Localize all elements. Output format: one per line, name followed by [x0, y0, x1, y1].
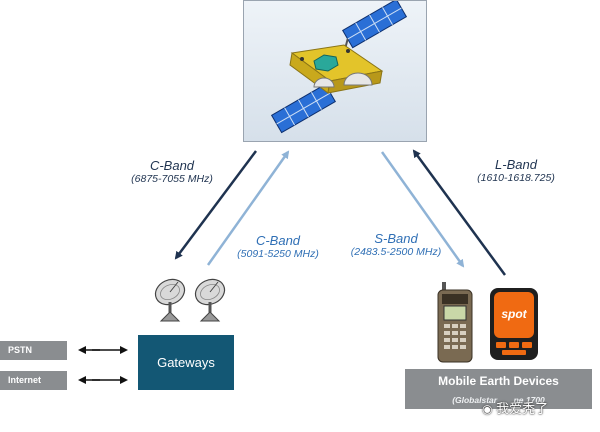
band-frequency: (6875-7055 MHz): [131, 173, 213, 185]
mobile-earth-devices-box: Mobile Earth Devices (Globalstar ne 1700: [405, 369, 592, 409]
spot-device-icon: spot: [490, 288, 538, 360]
device-uplink-arrow: [412, 149, 507, 276]
gateway-uplink-arrow: [174, 150, 258, 260]
band-name: C-Band: [149, 158, 195, 173]
svg-text:spot: spot: [501, 307, 527, 321]
device-downlink-label: S-Band (2483.5-2500 MHz): [332, 231, 460, 259]
subtitle-tail: ne 1700: [513, 395, 545, 405]
band-name: S-Band: [374, 231, 418, 246]
gateway-uplink-label: C-Band (6875-7055 MHz): [112, 158, 232, 186]
wechat-icon: ◉: [482, 402, 493, 416]
subtitle-text: (Globalstar: [452, 395, 498, 405]
internet-box: Internet: [0, 371, 67, 390]
band-name: L-Band: [495, 157, 537, 172]
satellite-icon: [270, 0, 408, 134]
band-frequency: (2483.5-2500 MHz): [350, 246, 442, 258]
band-frequency: (5091-5250 MHz): [237, 248, 319, 260]
device-uplink-label: L-Band (1610-1618.725): [456, 157, 576, 185]
watermark: ◉ 我爱秃了: [482, 398, 548, 417]
gateway-downlink-label: C-Band (5091-5250 MHz): [218, 233, 338, 261]
watermark-text: 我爱秃了: [496, 401, 549, 416]
band-frequency: (1610-1618.725): [477, 172, 555, 184]
mobile-earth-devices-title: Mobile Earth Devices: [438, 374, 559, 388]
satellite-image: [243, 0, 427, 142]
band-name: C-Band: [255, 233, 301, 248]
device-downlink-arrow: [380, 151, 465, 268]
gateways-box: Gateways: [138, 335, 234, 390]
satellite-dish-icon: [154, 278, 226, 322]
mobile-earth-devices-subtitle: (Globalstar ne 1700: [405, 395, 592, 405]
gateways-label: Gateways: [157, 355, 215, 370]
mobile-phones-icon: spot: [437, 282, 538, 363]
gateway-downlink-arrow: [206, 150, 290, 266]
pstn-box: PSTN: [0, 341, 67, 360]
satellite-phone-icon: [437, 282, 473, 363]
